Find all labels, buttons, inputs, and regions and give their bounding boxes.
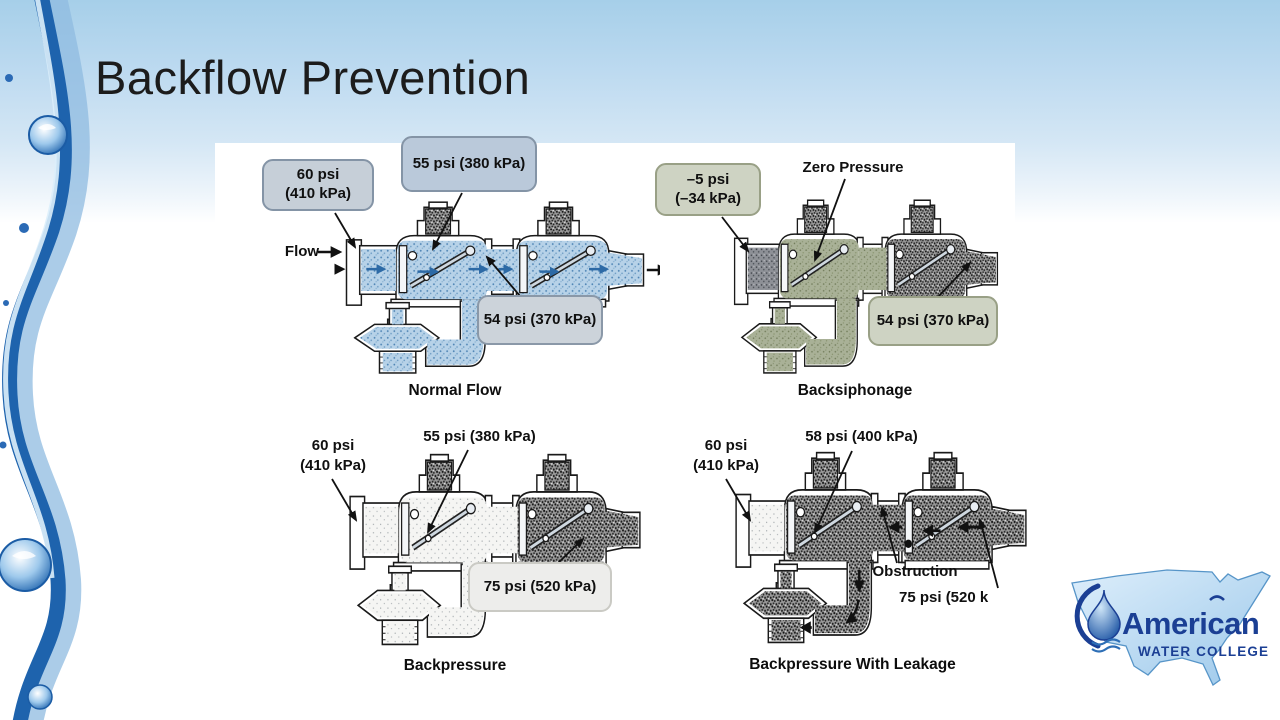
caption-normal-flow: Normal Flow [408,382,502,399]
swoosh-icon [1074,583,1101,649]
breve-accent [1209,595,1225,601]
label-leakage-downstream-pressure: 75 psi (520 k [899,589,989,606]
callout-backpressure-downstream-pressure: 75 psi (520 kPa) [468,562,612,612]
wave-lines-icon [1091,638,1121,653]
label-zero-pressure: Zero Pressure [802,159,904,176]
callout-normal-downstream-pressure: 54 psi (370 kPa) [477,295,603,345]
callout-backsiphonage-downstream-pressure: 54 psi (370 kPa) [868,296,998,346]
label-obstruction: Obstruction [872,563,958,580]
water-drop-icon [1087,589,1121,641]
caption-backpressure: Backpressure [403,657,507,674]
caption-backpressure-with-leakage: Backpressure With Leakage [749,656,956,673]
callout-normal-inlet-pressure: 60 psi (410 kPa) [262,159,374,211]
callout-backsiphonage-inlet-pressure: –5 psi (–34 kPa) [655,163,761,216]
label-backpressure-between-valves-pressure: 55 psi (380 kPa) [423,428,536,445]
logo-subtitle-text: WATER COLLEGE [1138,644,1269,659]
label-leakage-between-valves-pressure: 58 psi (400 kPa) [805,428,918,445]
label-flow: Flow [284,243,320,260]
caption-backsiphonage: Backsiphonage [797,382,913,399]
callout-normal-between-valves-pressure: 55 psi (380 kPa) [401,136,537,192]
water-ribbon-decoration [0,0,90,720]
label-backpressure-inlet-pressure: 60 psi (410 kPa) [300,437,366,474]
valve-diagram-backpressure-with-leakage [720,448,1042,648]
logo-american-water-college: American WATER COLLEGE [1071,569,1271,686]
label-leakage-inlet-pressure: 60 psi (410 kPa) [693,437,759,474]
leader-lines-overlay [318,178,999,589]
valve-diagram-normal-flow [334,198,660,378]
logo-brand-text: American [1122,606,1259,641]
page-title: Backflow Prevention [95,51,531,104]
